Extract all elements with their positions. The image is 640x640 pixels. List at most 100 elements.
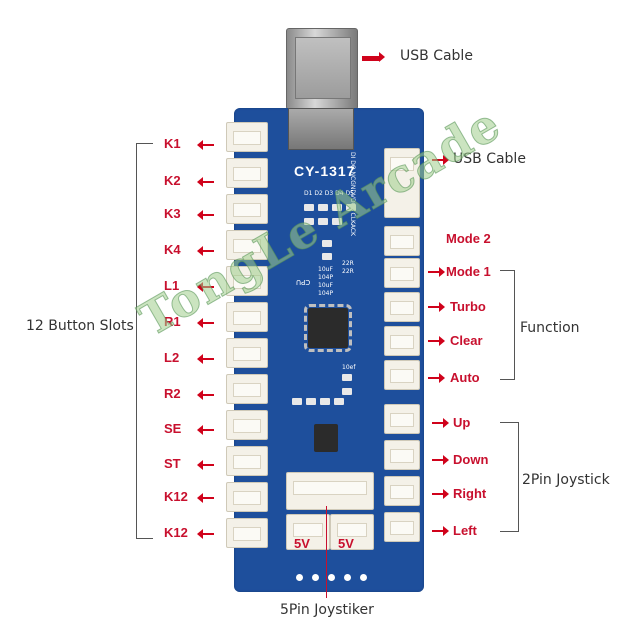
label-up: Up [453, 415, 471, 430]
arrow-right-icon [432, 455, 449, 465]
arrow-right-icon [432, 418, 449, 428]
connector-st [226, 446, 268, 476]
mount-hole [344, 574, 351, 581]
label-right: Right [453, 486, 487, 501]
label-mode2: Mode 2 [446, 231, 491, 246]
arrow-left-icon [197, 493, 214, 503]
ic-chip [314, 424, 338, 452]
label-k1: K1 [164, 136, 181, 151]
connector-l2 [226, 338, 268, 368]
label-se: SE [164, 421, 182, 436]
smd-pad [304, 218, 314, 225]
label-k12b: K12 [164, 525, 188, 540]
connector-k12a [226, 482, 268, 512]
arrow-right-icon [432, 526, 449, 536]
label-d3: D3 [324, 190, 334, 197]
arrow-right-icon [428, 373, 445, 383]
connector-right [384, 476, 420, 506]
label-left: Left [453, 523, 477, 538]
label-d2: D2 [314, 190, 323, 197]
label-d5: D5 [345, 190, 354, 197]
label-l2: L2 [164, 350, 180, 365]
connector-5pin [286, 472, 374, 510]
label-turbo: Turbo [450, 299, 486, 314]
arrow-left-icon [197, 140, 214, 150]
arrow-right-icon [428, 336, 445, 346]
smd-pad [342, 374, 352, 381]
mount-hole [296, 574, 303, 581]
label-l1: L1 [164, 278, 180, 293]
left-bracket [136, 143, 153, 539]
label-k4: K4 [164, 242, 181, 257]
label-clear: Clear [450, 333, 483, 348]
arrow-left-icon [197, 177, 214, 187]
connector-r2 [226, 374, 268, 404]
smd-pad [292, 398, 302, 405]
smd-pad [306, 398, 316, 405]
silkscreen-values2: 22R 22R [342, 260, 354, 276]
label-k12a: K12 [164, 489, 188, 504]
connector-l1 [226, 266, 268, 296]
usb-b-connector [286, 28, 358, 110]
label-5v-b: 5V [338, 536, 354, 551]
connector-mode2 [384, 226, 420, 256]
smd-pad [342, 388, 352, 395]
label-5pin-joystiker: 5Pin Joystiker [280, 602, 374, 618]
arrow-left-icon [197, 282, 214, 292]
smd-pad [322, 253, 332, 260]
label-12-button-slots: 12 Button Slots [26, 318, 134, 334]
smd-pad [318, 204, 328, 211]
value-10uf: 10uF [318, 266, 333, 273]
connector-k3 [226, 194, 268, 224]
smd-pad [304, 204, 314, 211]
smd-pad [320, 398, 330, 405]
label-r2: R2 [164, 386, 181, 401]
silkscreen-d-labels: D1 D2 D3 D4 D5 [304, 190, 354, 197]
smd-pad [332, 218, 342, 225]
arrow-right-icon [362, 52, 385, 62]
arrow-left-icon [197, 210, 214, 220]
silkscreen-values: 10uF 104P 10uF 104P [318, 266, 333, 298]
mount-hole [360, 574, 367, 581]
connector-left [384, 512, 420, 542]
arrow-right-icon [432, 155, 449, 165]
value-104p: 104P [318, 274, 334, 281]
label-down: Down [453, 452, 489, 467]
label-k2: K2 [164, 173, 181, 188]
label-st: ST [164, 456, 181, 471]
arrow-left-icon [197, 425, 214, 435]
connector-mode1 [384, 258, 420, 288]
joystick-bracket [500, 422, 519, 532]
connector-auto [384, 360, 420, 390]
arrow-left-icon [197, 529, 214, 539]
connector-se [226, 410, 268, 440]
connector-clear [384, 326, 420, 356]
connector-k12b [226, 518, 268, 548]
arrow-right-icon [432, 489, 449, 499]
smd-pad [318, 218, 328, 225]
board-label: CY-1317 [294, 163, 356, 179]
smd-pad [334, 398, 344, 405]
label-mode1: Mode 1 [446, 264, 491, 279]
connector-turbo [384, 292, 420, 322]
value-10uf: 10uF [318, 282, 333, 289]
label-usb-cable-top: USB Cable [400, 48, 473, 64]
smd-pad [322, 240, 332, 247]
connector-down [384, 440, 420, 470]
function-bracket [500, 270, 515, 380]
arrow-left-icon [197, 460, 214, 470]
label-d4: D4 [335, 190, 344, 197]
arrow-left-icon [197, 390, 214, 400]
pointer-line [326, 506, 327, 598]
smd-pad [332, 204, 342, 211]
label-2pin-joystick: 2Pin Joystick [522, 472, 610, 488]
connector-r1 [226, 302, 268, 332]
smd-pad [346, 204, 356, 211]
cpu-chip [304, 304, 352, 352]
label-5v-a: 5V [294, 536, 310, 551]
connector-k2 [226, 158, 268, 188]
usb-mount [288, 108, 354, 150]
label-d1: D1 [304, 190, 313, 197]
arrow-right-icon [428, 302, 445, 312]
connector-k1 [226, 122, 268, 152]
